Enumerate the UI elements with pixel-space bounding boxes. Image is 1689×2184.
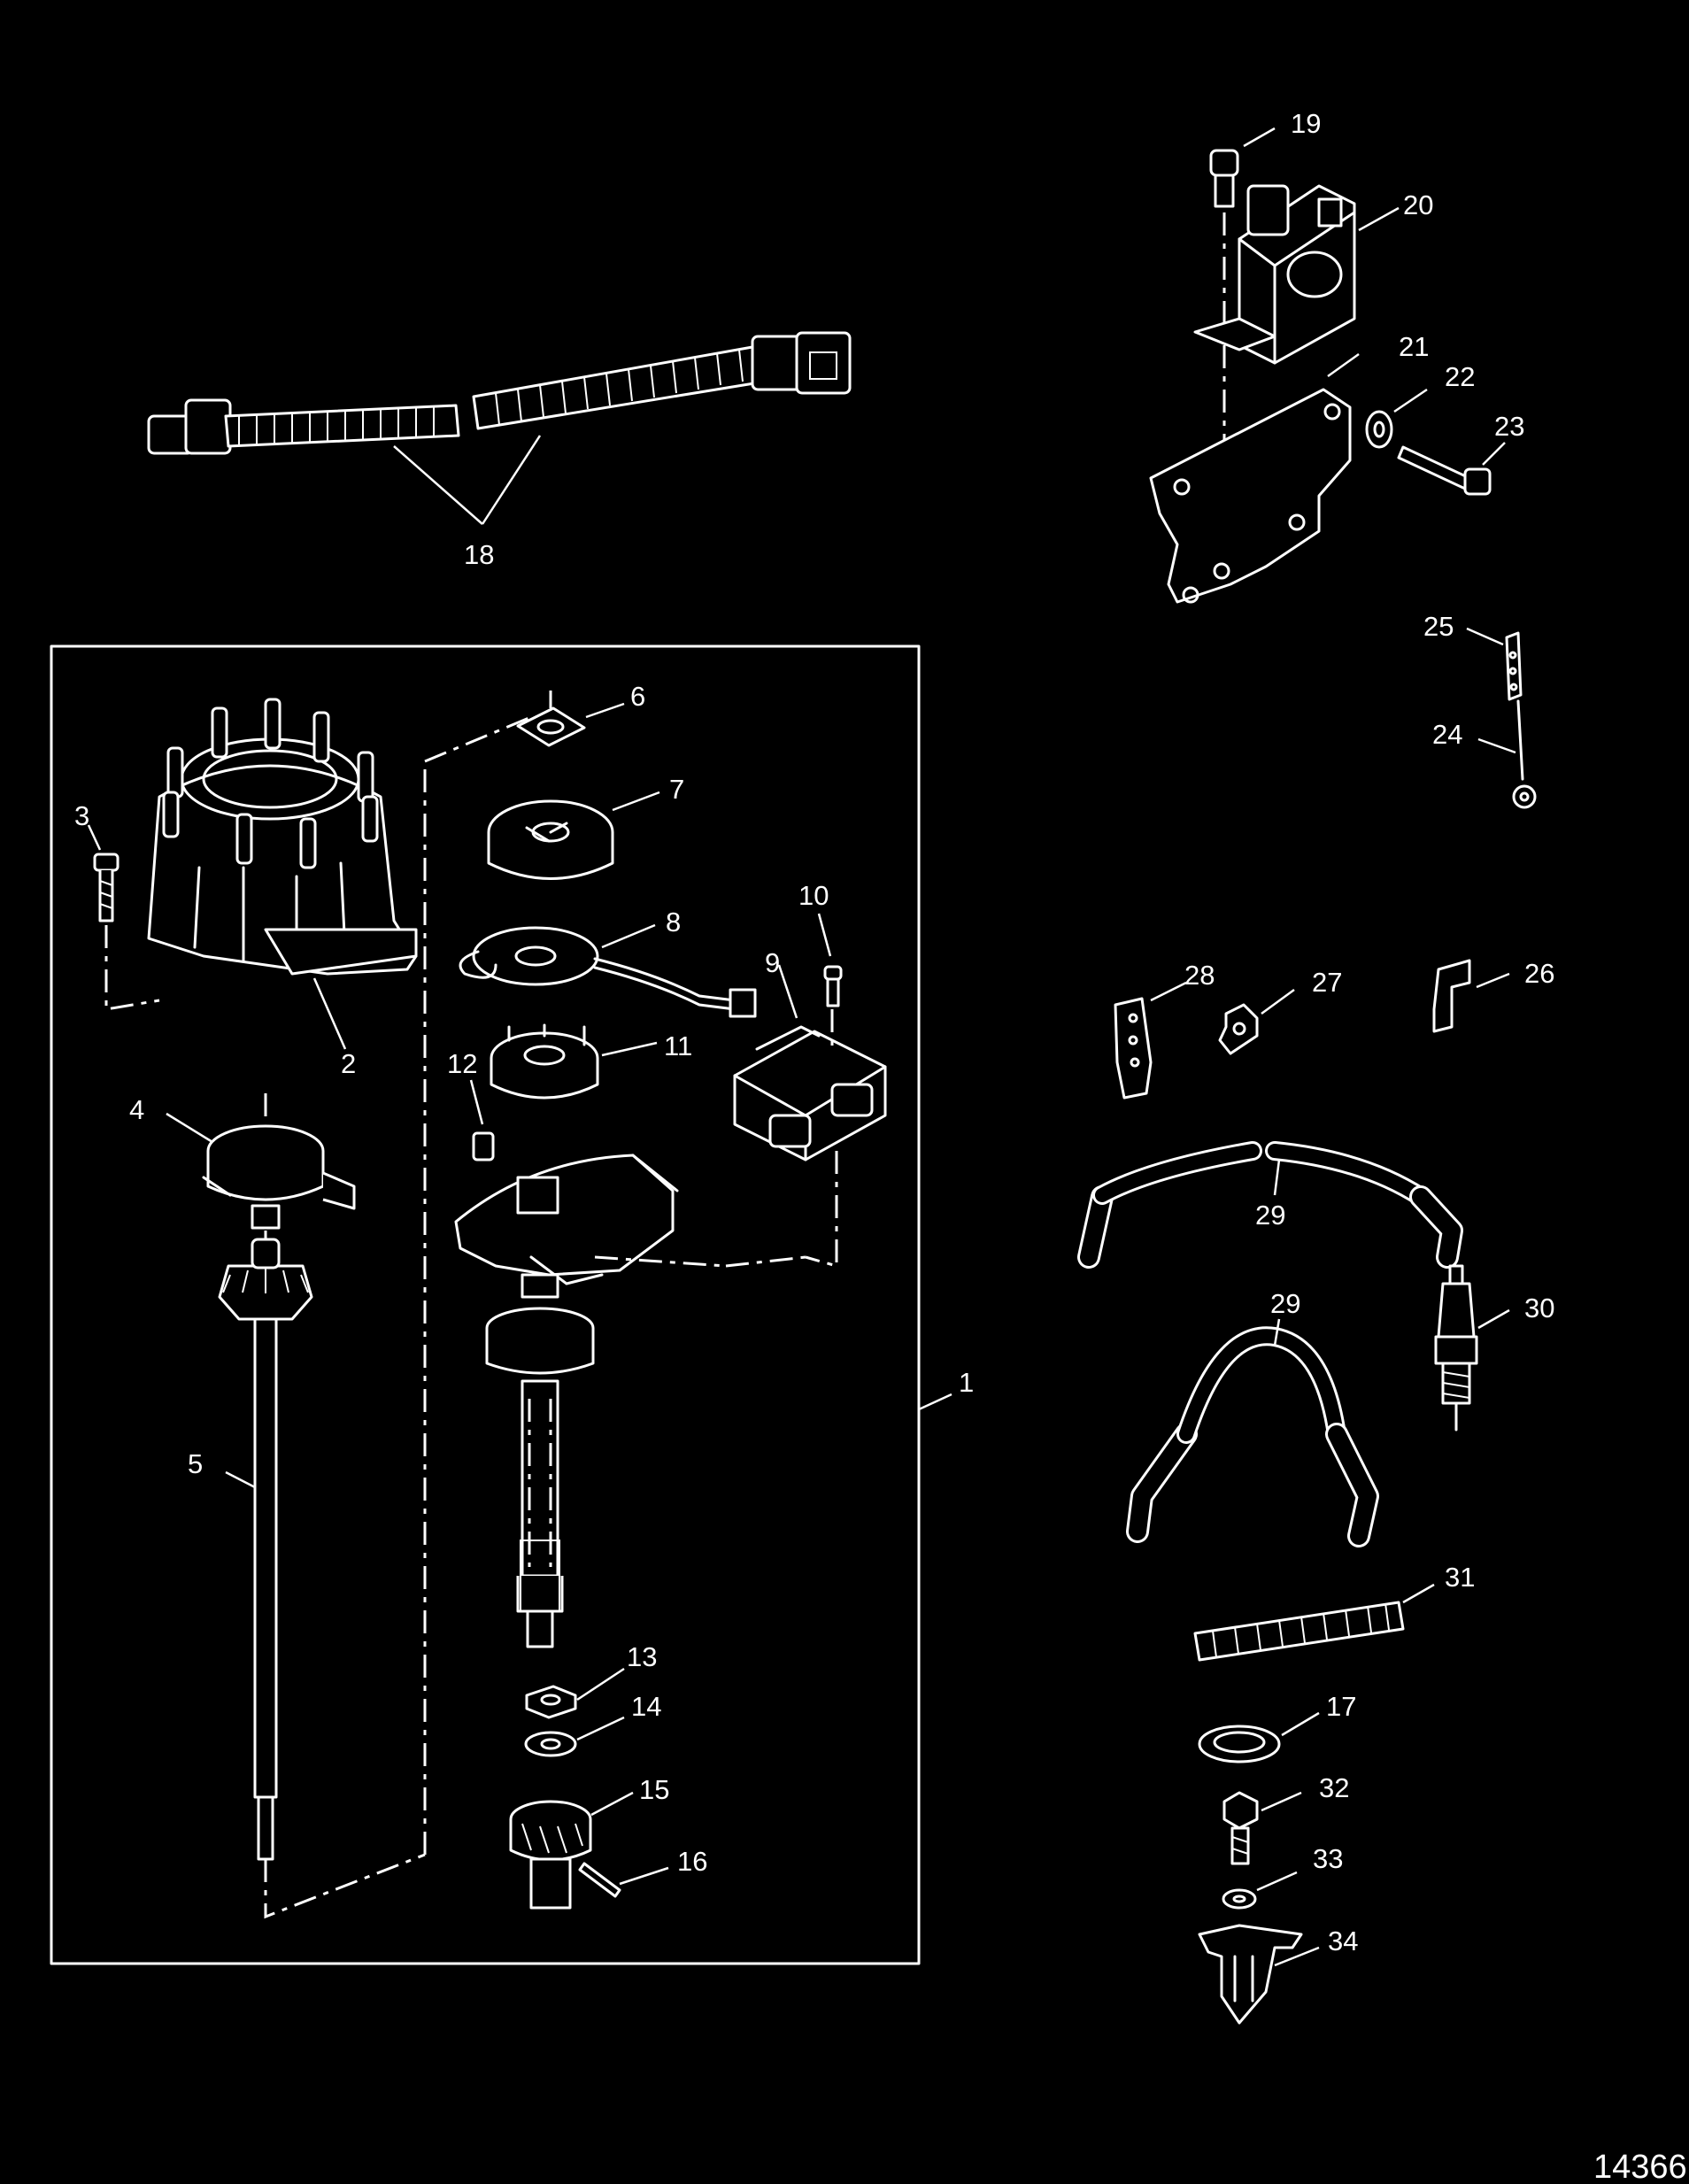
- drive-gear-part: [509, 1800, 592, 1910]
- pole-piece-part: [487, 799, 614, 880]
- callout-23: 23: [1494, 411, 1524, 442]
- callout-4: 4: [129, 1094, 144, 1125]
- coil-bracket-part: [1149, 388, 1352, 604]
- callout-22: 22: [1445, 361, 1475, 392]
- callout-25: 25: [1423, 611, 1454, 642]
- bracket-bolt-part: [1397, 445, 1492, 496]
- cap-screw-part: [93, 853, 120, 922]
- callout-27: 27: [1312, 967, 1342, 998]
- pin-part: [472, 1131, 495, 1161]
- wire-retainer-28-part: [1114, 997, 1153, 1100]
- retainer-part: [490, 1023, 599, 1100]
- wire-retainer-26-part: [1432, 959, 1471, 1033]
- callout-7: 7: [669, 774, 684, 805]
- callout-14: 14: [631, 1691, 661, 1722]
- callout-15: 15: [639, 1774, 669, 1805]
- callout-33: 33: [1313, 1843, 1343, 1874]
- callout-1: 1: [959, 1367, 974, 1398]
- gasket-part: [516, 706, 586, 747]
- callout-12: 12: [447, 1048, 477, 1079]
- callout-10: 10: [798, 880, 829, 911]
- callout-26: 26: [1524, 958, 1554, 989]
- callout-5: 5: [188, 1448, 203, 1479]
- callout-3: 3: [74, 800, 89, 831]
- ground-strap-part: [1505, 631, 1523, 701]
- callout-2: 2: [341, 1048, 356, 1079]
- callout-32: 32: [1319, 1772, 1349, 1803]
- callout-8: 8: [666, 907, 681, 938]
- callout-13: 13: [627, 1641, 657, 1672]
- callout-11: 11: [664, 1030, 692, 1061]
- distributor-assembly-frame: [50, 644, 921, 1965]
- figure-number: 14366: [1593, 2149, 1687, 2184]
- rotor-part: [202, 1124, 356, 1230]
- callout-19: 19: [1291, 108, 1321, 139]
- clip-part: [1198, 1924, 1303, 2025]
- distributor-housing-part: [454, 1154, 806, 1648]
- callout-17: 17: [1326, 1691, 1356, 1722]
- callout-31: 31: [1445, 1562, 1475, 1593]
- clamp-bolt-part: [1222, 1791, 1259, 1865]
- callout-30: 30: [1524, 1293, 1554, 1324]
- washer-14-part: [524, 1731, 577, 1757]
- washer-33-part: [1222, 1888, 1257, 1910]
- callout-28: 28: [1184, 960, 1215, 991]
- spark-plug-part: [1434, 1264, 1478, 1432]
- module-screw-part: [823, 965, 843, 1007]
- wiring-harness-part: [147, 331, 852, 455]
- ignition-coil-part: [1193, 184, 1356, 365]
- coil-bolt-part: [1209, 149, 1239, 208]
- callout-21: 21: [1399, 331, 1429, 362]
- pickup-coil-part: [459, 926, 757, 1018]
- washer-22-part: [1365, 410, 1393, 449]
- callout-9: 9: [765, 947, 780, 978]
- callout-16: 16: [677, 1846, 707, 1877]
- callout-6: 6: [630, 681, 645, 712]
- distributor-cap-part: [147, 698, 418, 976]
- washer-13-part: [525, 1685, 577, 1719]
- drive-shaft-part: [218, 1238, 313, 1861]
- callout-29-lower: 29: [1270, 1288, 1300, 1319]
- callout-18: 18: [464, 539, 494, 570]
- callout-20: 20: [1403, 189, 1433, 220]
- ignition-module-part: [733, 1025, 887, 1161]
- roll-pin-part: [578, 1862, 621, 1898]
- spark-plug-wire-upper-part: [1077, 1141, 1463, 1269]
- callout-24: 24: [1432, 719, 1462, 750]
- sleeve-part: [1193, 1601, 1405, 1662]
- callout-34: 34: [1328, 1925, 1358, 1956]
- suppressor-part: [1512, 699, 1537, 809]
- spark-plug-wire-lower-part: [1126, 1326, 1379, 1547]
- wire-separator-27-part: [1218, 1003, 1259, 1055]
- seal-part: [1198, 1725, 1281, 1763]
- callout-29-upper: 29: [1255, 1200, 1285, 1231]
